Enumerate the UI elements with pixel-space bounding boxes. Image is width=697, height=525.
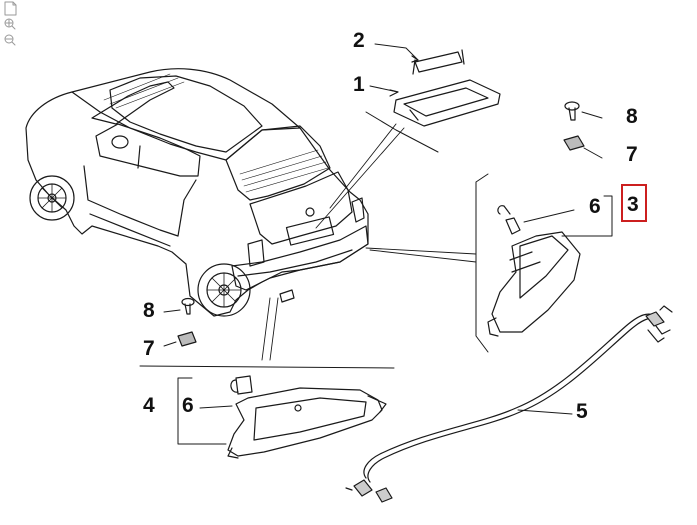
- callout-3[interactable]: 3: [627, 193, 639, 216]
- exhaust: [279, 289, 295, 303]
- callout-4: 4: [143, 394, 155, 417]
- callout-8-left: 8: [143, 299, 155, 322]
- part-6-bulb-left: [199, 375, 253, 409]
- callout-6-right: 6: [589, 195, 601, 218]
- rear-lamp-housing-right: [487, 231, 581, 337]
- mirror: [111, 135, 129, 149]
- selected-callout-highlight: [621, 184, 647, 222]
- side-window-divider: [137, 145, 141, 169]
- page-icon[interactable]: [4, 1, 17, 16]
- callout-7-left: 7: [143, 337, 155, 360]
- callout-7-top: 7: [626, 143, 638, 166]
- rear-window: [225, 125, 331, 201]
- part-8-screw-left: [163, 297, 195, 315]
- toolbar-icons: [4, 1, 17, 46]
- car-outline: [25, 68, 369, 317]
- rear-lamp-housing-lower: [227, 387, 387, 459]
- tail-lamp-right: [351, 197, 365, 223]
- part-7-clip-left: [163, 331, 197, 347]
- part-5-wiring-harness: [345, 305, 673, 503]
- windshield: [91, 81, 175, 125]
- part-6-bulb-right: [497, 205, 575, 235]
- part-1-plate-lamp: [315, 79, 501, 229]
- rear-bumper: [231, 225, 369, 291]
- callout-2: 2: [353, 29, 365, 52]
- car-illustration: [25, 68, 369, 317]
- rear-wheel: [197, 263, 251, 317]
- part-7-clip-top: [563, 135, 603, 159]
- front-wheel-spokes: [37, 183, 67, 213]
- roof-line: [71, 91, 301, 161]
- callout-8-top: 8: [626, 105, 638, 128]
- roof-panel: [109, 75, 263, 153]
- front-wheel: [29, 175, 75, 221]
- plate-area: [285, 216, 335, 246]
- zoom-out-icon[interactable]: [4, 34, 14, 44]
- bracket-6-3-right: [561, 195, 613, 237]
- rear-emblem: [305, 207, 315, 217]
- detail-bracket-right: [365, 173, 489, 353]
- tail-lamp: [247, 239, 265, 267]
- rear-window-lines: [239, 149, 329, 193]
- part-2-bulb: [374, 43, 465, 75]
- part-8-screw-top: [564, 101, 603, 121]
- tailgate: [249, 171, 353, 245]
- sill-line: [89, 213, 171, 247]
- zoom-in-icon[interactable]: [4, 18, 14, 28]
- detail-bracket-lower: [139, 297, 395, 445]
- roof-stripes: [103, 73, 185, 109]
- callout-1: 1: [353, 73, 365, 96]
- callout-6-left: 6: [182, 394, 194, 417]
- side-window: [95, 123, 201, 177]
- callout-5: 5: [576, 400, 588, 423]
- bumper-lower: [237, 249, 353, 277]
- door-line: [83, 165, 197, 237]
- rear-wheel-spokes: [206, 272, 242, 308]
